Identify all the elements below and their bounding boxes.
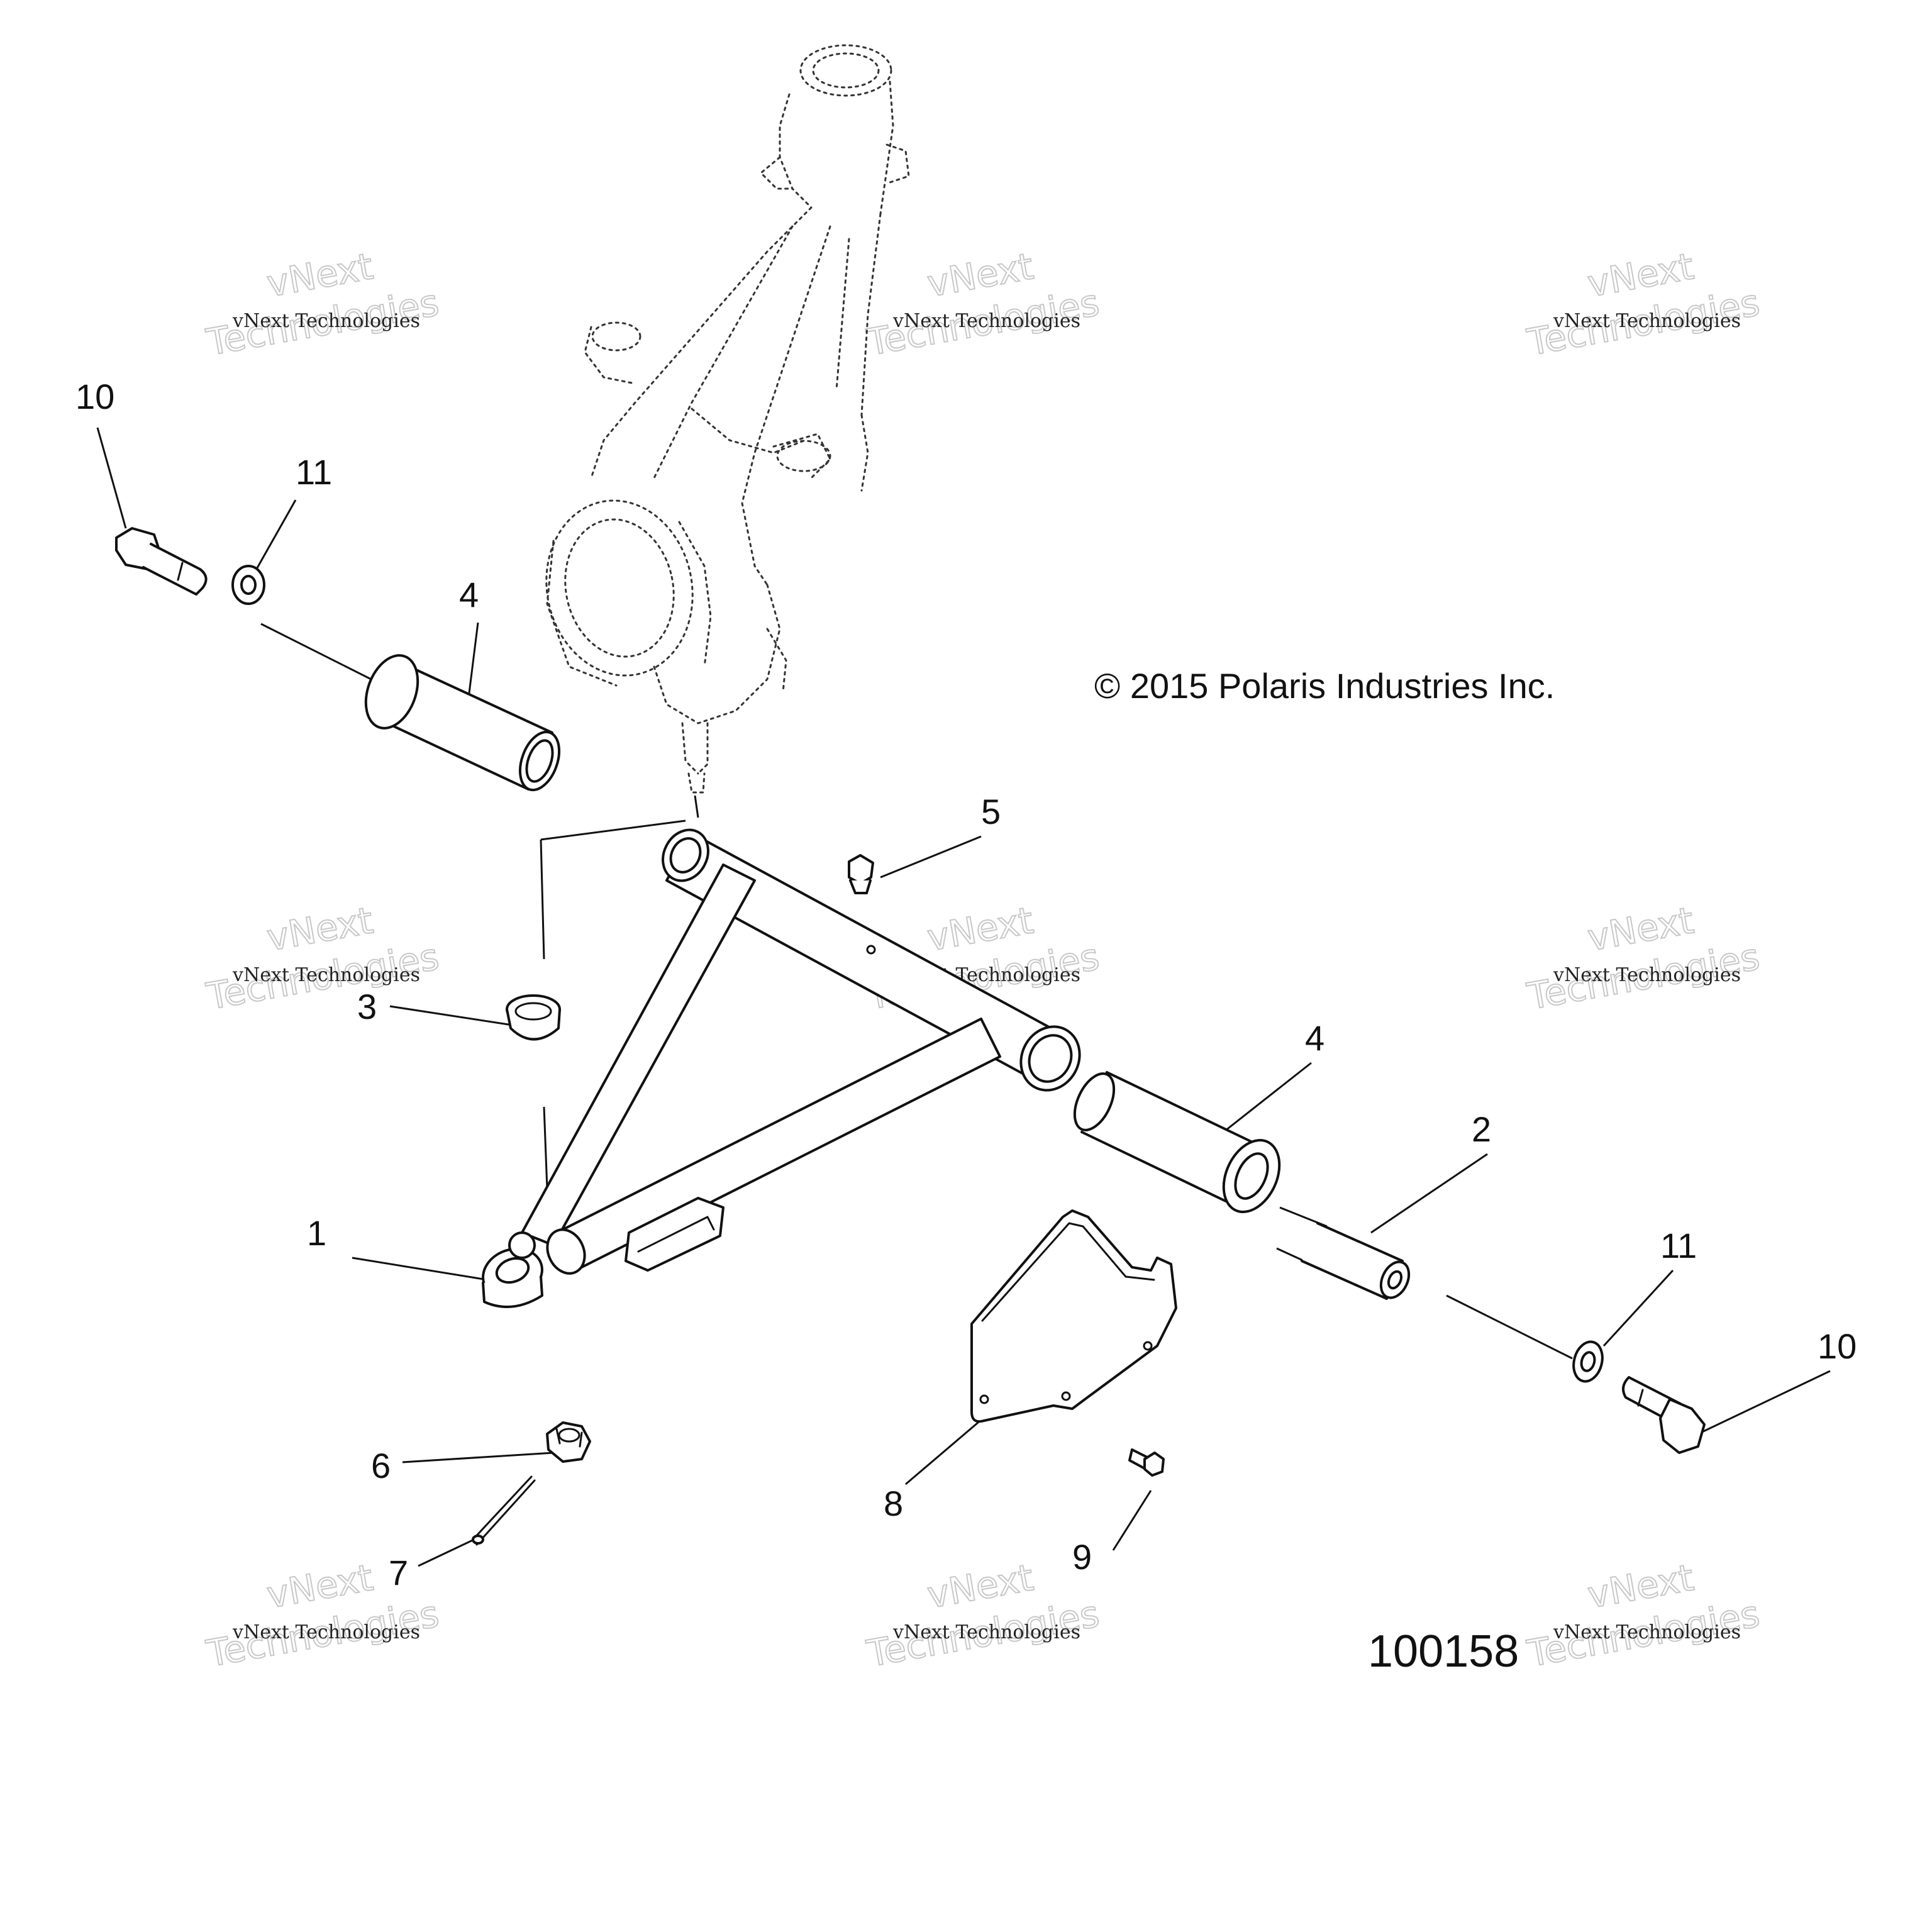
callout-10-right: 10 (1818, 1326, 1857, 1366)
svg-text:vNext Technologies: vNext Technologies (1553, 310, 1741, 332)
callout-6: 6 (371, 1446, 391, 1485)
guard-plate (970, 1209, 1177, 1423)
watermark-bottom-center: vNext Technologies vNext Technologies (863, 1555, 1103, 1676)
callout-4-top: 4 (459, 575, 479, 614)
watermark-top-right: vNext Technologies vNext Technologies (1523, 244, 1763, 365)
watermark-top-center: vNext Technologies vNext Technologies (863, 244, 1103, 365)
svg-text:vNext Technologies: vNext Technologies (892, 310, 1080, 332)
svg-text:vNext Technologies: vNext Technologies (1553, 1621, 1741, 1643)
watermark-middle-right: vNext Technologies vNext Technologies (1523, 898, 1763, 1019)
svg-text:vNext Technologies: vNext Technologies (892, 1621, 1080, 1643)
flanged-bushing-right (1073, 1071, 1281, 1213)
callout-2: 2 (1472, 1109, 1491, 1149)
steering-knuckle-phantom (545, 44, 910, 794)
callout-11-right: 11 (1660, 1226, 1697, 1265)
washer-right (1572, 1340, 1604, 1383)
svg-text:vNext Technologies: vNext Technologies (232, 964, 420, 986)
svg-text:vNext Technologies: vNext Technologies (232, 310, 420, 332)
copyright-notice: © 2015 Polaris Industries Inc. (1094, 666, 1555, 706)
flange-screw (1128, 1448, 1165, 1477)
callout-8: 8 (884, 1484, 903, 1523)
flange-bolt-top-left (115, 527, 208, 596)
figure-number: 100158 (1368, 1626, 1519, 1677)
svg-text:vNext Technologies: vNext Technologies (232, 1621, 420, 1643)
callout-numbers: 10 11 4 5 3 4 2 11 10 1 6 7 8 9 (75, 377, 1857, 1592)
pivot-sleeve (1301, 1222, 1411, 1300)
callout-4-right: 4 (1305, 1018, 1324, 1058)
watermark-middle-left: vNext Technologies vNext Technologies (203, 898, 443, 1019)
watermark-bottom-right: vNext Technologies vNext Technologies (1523, 1555, 1763, 1676)
callout-9: 9 (1072, 1537, 1092, 1577)
dust-boot-cap (506, 994, 561, 1041)
svg-text:vNext Technologies: vNext Technologies (1553, 964, 1741, 986)
callout-5: 5 (981, 792, 1001, 831)
a-arm-assembly (482, 828, 1081, 1308)
callout-7: 7 (389, 1553, 408, 1592)
callout-1: 1 (307, 1213, 326, 1253)
leader-lines (96, 427, 1831, 1567)
cotter-pin (470, 1475, 536, 1546)
castle-nut (546, 1421, 591, 1463)
washer-top-left (231, 565, 265, 605)
grease-fitting (848, 854, 874, 894)
watermark-top-left: vNext Technologies vNext Technologies (203, 244, 443, 365)
callout-10-top: 10 (75, 377, 114, 416)
callout-3: 3 (357, 987, 377, 1026)
callout-11-top: 11 (296, 452, 332, 492)
flange-bolt-right (1622, 1376, 1706, 1454)
flanged-bushing-top-left (364, 654, 561, 792)
